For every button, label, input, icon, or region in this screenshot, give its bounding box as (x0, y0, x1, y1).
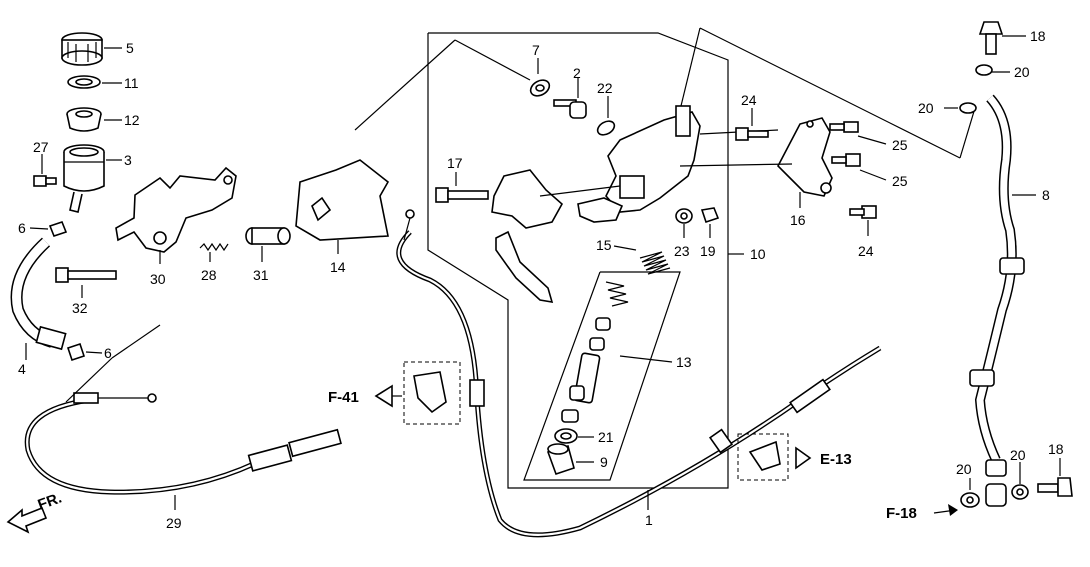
label-1: 1 (645, 512, 653, 528)
label-17: 17 (447, 155, 463, 171)
label-15: 15 (596, 237, 612, 253)
bolt-17[interactable] (435, 187, 489, 203)
label-20-upper: 20 (1014, 64, 1030, 80)
label-11: 11 (124, 75, 139, 91)
label-5: 5 (126, 40, 134, 56)
label-19: 19 (700, 243, 716, 259)
washer-7[interactable] (528, 77, 552, 99)
boot-9[interactable] (546, 443, 575, 476)
hose-clip-6-lower[interactable] (66, 342, 86, 362)
label-6-lower: 6 (104, 345, 112, 361)
washer-20-lower-right[interactable] (1011, 484, 1029, 500)
label-7: 7 (532, 42, 540, 58)
spring-28[interactable] (199, 242, 229, 252)
bolt-24-lower[interactable] (849, 205, 877, 219)
label-8: 8 (1042, 187, 1050, 203)
washer-23[interactable] (675, 208, 693, 224)
label-25-lower: 25 (892, 173, 908, 189)
reservoir-hose[interactable] (10, 237, 67, 351)
label-21: 21 (598, 429, 614, 445)
washer-20-upper[interactable] (975, 64, 993, 76)
reservoir-plate[interactable] (67, 75, 101, 89)
reference-f18[interactable]: F-18 (886, 504, 958, 522)
label-12: 12 (124, 112, 140, 128)
repair-kit-outline (523, 271, 681, 481)
reservoir-cap[interactable] (61, 32, 103, 66)
front-direction-label: FR. (36, 490, 65, 514)
label-16: 16 (790, 212, 806, 228)
label-30: 30 (150, 271, 166, 287)
pedal-lever[interactable] (495, 230, 554, 303)
piston-kit-13[interactable] (561, 281, 629, 423)
label-23: 23 (674, 243, 690, 259)
bolt-25-upper[interactable] (829, 121, 859, 133)
label-32: 32 (72, 300, 88, 316)
banjo-bolt-18-lower[interactable] (1037, 477, 1073, 497)
nut-19[interactable] (700, 207, 720, 224)
label-6-upper: 6 (18, 220, 26, 236)
o-ring-22[interactable] (595, 118, 617, 137)
pedal-bracket[interactable] (115, 166, 237, 253)
seal-21[interactable] (554, 428, 578, 444)
label-27: 27 (33, 139, 49, 155)
label-25-upper: 25 (892, 137, 908, 153)
reference-f18-label: F-18 (886, 505, 917, 522)
reference-f41-label: F-41 (328, 389, 359, 406)
reference-f41[interactable]: F-41 (328, 361, 461, 425)
label-18-upper: 18 (1030, 28, 1046, 44)
label-4: 4 (18, 361, 26, 377)
washer-20-mid[interactable] (959, 102, 977, 114)
clutch-master-cylinder[interactable] (491, 105, 701, 229)
label-24-upper: 24 (741, 92, 757, 108)
label-10: 10 (750, 246, 766, 262)
clutch-hose-8[interactable] (969, 94, 1025, 507)
bolt-32[interactable] (55, 267, 117, 283)
label-14: 14 (330, 259, 346, 275)
cover-14[interactable] (295, 159, 390, 241)
banjo-bolt-18-upper[interactable] (978, 21, 1004, 55)
label-20-lower-right: 20 (1010, 447, 1026, 463)
bolt-24-upper[interactable] (735, 127, 769, 141)
cable-29[interactable] (24, 392, 342, 495)
label-3: 3 (124, 152, 132, 168)
pushrod-2[interactable] (553, 99, 587, 119)
label-31: 31 (253, 267, 269, 283)
reference-e13[interactable]: E-13 (737, 433, 852, 481)
bolt-27[interactable] (33, 175, 57, 187)
label-22: 22 (597, 80, 613, 96)
label-9: 9 (600, 454, 608, 470)
bolt-25-lower[interactable] (831, 153, 861, 167)
collar-31[interactable] (245, 227, 291, 245)
spring-15[interactable] (639, 251, 671, 275)
assembly-outline (354, 27, 976, 489)
label-24-lower: 24 (858, 243, 874, 259)
clutch-cable-1[interactable] (396, 209, 882, 538)
label-28: 28 (201, 267, 217, 283)
label-13: 13 (676, 354, 692, 370)
label-18-lower: 18 (1048, 441, 1064, 457)
front-direction-arrow: FR. (6, 490, 65, 534)
hose-clip-6-upper[interactable] (48, 221, 68, 237)
reservoir-diaphragm[interactable] (66, 107, 102, 132)
reservoir-tank[interactable] (63, 144, 105, 213)
bracket-16[interactable] (777, 117, 833, 197)
label-29: 29 (166, 515, 182, 531)
washer-20-lower-left[interactable] (960, 492, 980, 508)
label-2: 2 (573, 65, 581, 81)
reference-e13-label: E-13 (820, 451, 852, 468)
label-20-mid: 20 (918, 100, 934, 116)
label-20-lower-left: 20 (956, 461, 972, 477)
